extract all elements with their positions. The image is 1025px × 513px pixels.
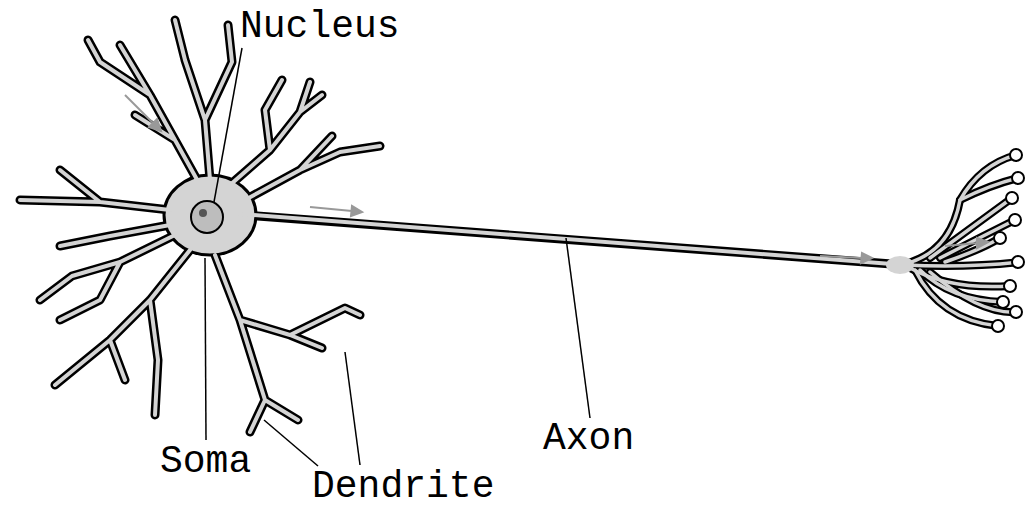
nucleus [191,201,223,233]
nucleolus [199,209,207,217]
terminal-fill [900,155,1020,326]
axon-hillock [886,256,914,274]
part-label: Axon [543,420,634,458]
dendrite-outline [20,20,380,432]
part-label: Nucleus [240,8,400,46]
part-label: Soma [160,443,251,481]
synaptic-knobs [992,149,1024,332]
part-label: Dendrite [312,468,494,506]
signal-arrows [125,95,988,263]
terminal-outline [900,155,1020,326]
leader-lines [205,48,590,466]
dendrite-fill [20,20,905,432]
